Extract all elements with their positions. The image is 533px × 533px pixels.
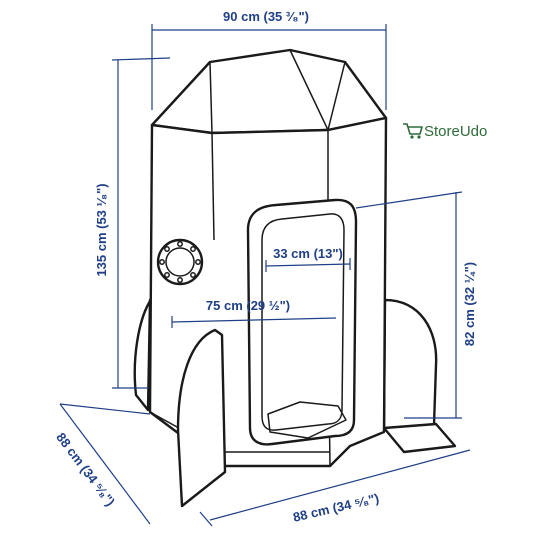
porthole-inner: [165, 247, 195, 277]
inner-floor: [267, 401, 347, 439]
nose-cone-ridge: [209, 49, 346, 134]
left-fin: [133, 296, 154, 412]
dimension-lines: [59, 24, 471, 527]
cart-icon: [403, 123, 423, 139]
dim-inner-width: 75 cm (29 ½"): [206, 298, 290, 313]
nose-cone: [150, 48, 388, 135]
watermark-logo: StoreUdo: [403, 123, 487, 140]
right-fin: [382, 298, 438, 437]
front-fin: [176, 328, 227, 508]
porthole-rivets: [159, 241, 201, 283]
door-inner-frame: [261, 213, 345, 431]
dim-door-width: 33 cm (13"): [273, 246, 343, 261]
dim-width-top: 90 cm (35 ³⁄₈"): [223, 9, 309, 24]
door-frame: [246, 198, 358, 446]
right-fin-foot: [382, 422, 457, 454]
body-seams: [149, 130, 331, 467]
dim-height-door: 82 cm (32 ¼"): [462, 262, 477, 346]
rocket-tent-drawing: [133, 48, 457, 508]
dim-height-total: 135 cm (53 ¹⁄₈"): [94, 183, 109, 276]
watermark-text: StoreUdo: [424, 123, 487, 140]
dim-depth-bottom: 88 cm (34 ⁵⁄₈"): [292, 490, 381, 524]
